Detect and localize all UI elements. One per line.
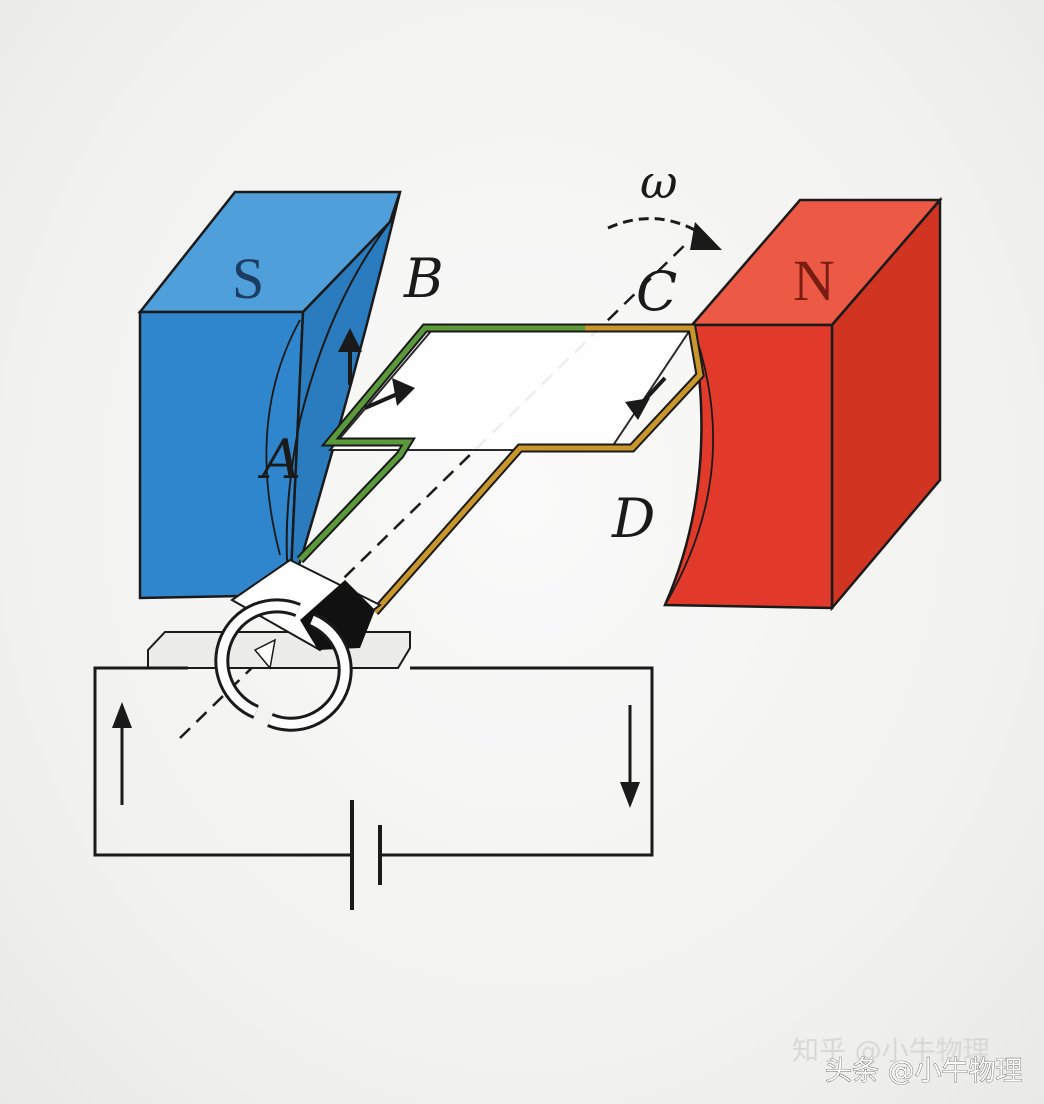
current-arrow-down-icon bbox=[620, 782, 640, 808]
watermark-front: 头条 @小牛物理 bbox=[825, 1056, 1023, 1087]
brush-base bbox=[147, 631, 411, 669]
current-arrow-ab-icon bbox=[392, 378, 415, 406]
coil-wire-gold bbox=[373, 325, 703, 614]
force-arrows bbox=[338, 328, 667, 420]
point-a-label: A bbox=[257, 428, 301, 491]
current-arrow-up-icon bbox=[112, 702, 132, 728]
commutator-insulator bbox=[300, 580, 375, 650]
force-arrow-up-icon bbox=[338, 328, 362, 352]
watermark-back: 知乎 @小牛物理 bbox=[792, 1036, 990, 1067]
commutator bbox=[147, 558, 411, 732]
external-circuit bbox=[93, 666, 654, 910]
omega-label: ω bbox=[640, 155, 678, 209]
rotation-arrow-icon bbox=[690, 222, 722, 250]
rotation-indicator: ω bbox=[607, 155, 722, 250]
current-arrow-cd-icon bbox=[625, 398, 650, 420]
point-d-label: D bbox=[611, 487, 655, 550]
coil-plate bbox=[327, 329, 692, 451]
point-c-label: C bbox=[636, 260, 677, 323]
south-magnet: S bbox=[137, 190, 402, 600]
coil bbox=[296, 323, 705, 615]
coil-wire-green bbox=[298, 325, 585, 562]
north-pole-label: N bbox=[793, 248, 835, 313]
north-magnet: N bbox=[663, 196, 943, 612]
point-b-label: B bbox=[403, 247, 444, 310]
south-pole-label: S bbox=[232, 246, 264, 311]
